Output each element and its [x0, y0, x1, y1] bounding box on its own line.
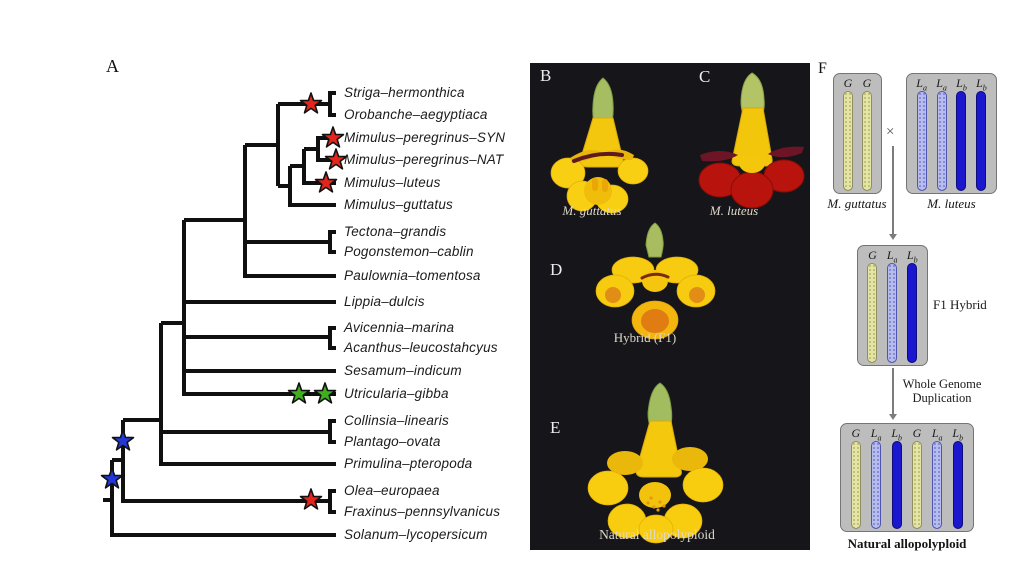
chromosome-bar-G	[862, 91, 872, 191]
chromosome-bar-Lb	[976, 91, 987, 191]
species-label: Collinsia–linearis	[344, 413, 449, 428]
luteus-genome-caption: M. luteus	[927, 196, 976, 211]
chromosome-bar-La	[936, 91, 947, 191]
species-label: Sesamum–indicum	[344, 363, 462, 378]
chromosome: Lb	[891, 426, 902, 529]
flower-illustrations	[550, 72, 805, 544]
luteus-genome-box: La La Lb Lb	[906, 73, 997, 194]
allopolyploid-genome-box: G La Lb G La Lb	[840, 423, 974, 532]
species-label: Plantago–ovata	[344, 434, 441, 449]
cross-symbol: ×	[886, 124, 895, 140]
chromosome-bar-Lb	[907, 263, 918, 363]
luteus-flower	[698, 72, 805, 209]
allopolyploid-flower	[587, 382, 724, 544]
chromosome-bar-Lb	[952, 441, 963, 529]
species-label: Fraxinus–pennsylvanicus	[344, 504, 501, 519]
species-label: Mimulus–luteus	[344, 175, 441, 190]
chromosome: G	[843, 76, 853, 191]
guttatus-genome-box: G G	[833, 73, 882, 194]
species-label: Pogonstemon–cablin	[344, 244, 474, 259]
down-arrow-icon	[889, 234, 897, 240]
allopolyploid-genome-caption: Natural allopolyploid	[847, 536, 967, 551]
allopolyploid-photo-caption: Natural allopolyploid	[599, 527, 715, 542]
green-star-icon	[313, 382, 337, 404]
species-label: Olea–europaea	[344, 483, 440, 498]
panel-e-letter: E	[550, 418, 561, 437]
chromosome-bar-G	[911, 441, 922, 529]
chromosome-bar-La	[932, 441, 943, 529]
chromosome: La	[871, 426, 882, 529]
chromosome-bar-La	[871, 441, 882, 529]
red-star-icon	[299, 92, 323, 114]
species-label: Utricularia–gibba	[344, 386, 449, 401]
species-label: Lippia–dulcis	[344, 294, 425, 309]
red-star-icon	[321, 126, 345, 148]
f1-genome-box: G La Lb	[857, 245, 928, 366]
chromosome: Lb	[956, 76, 967, 191]
species-label: Acanthus–leucostahcyus	[344, 340, 498, 355]
down-arrow-icon	[889, 414, 897, 420]
hybrid-caption: Hybrid (F1)	[613, 330, 677, 345]
chromosome: La	[936, 76, 947, 191]
species-label: Avicennia–marina	[344, 320, 455, 335]
panel-f-letter: F	[818, 60, 827, 77]
species-label: Tectona–grandis	[344, 224, 447, 239]
species-label: Mimulus–peregrinus–NAT	[344, 152, 504, 167]
chromosome-bar-G	[867, 263, 878, 363]
species-label: Striga–hermonthica	[344, 85, 465, 100]
chromosome: Lb	[976, 76, 987, 191]
panel-a-letter: A	[106, 56, 119, 76]
chromosome: G	[867, 248, 878, 363]
chromosome: La	[932, 426, 943, 529]
guttatus-flower	[550, 77, 649, 214]
chromosome: La	[916, 76, 927, 191]
species-label: Orobanche–aegyptiaca	[344, 107, 488, 122]
phylogenetic-tree	[100, 91, 348, 537]
red-star-icon	[299, 488, 323, 510]
chromosome: Lb	[952, 426, 963, 529]
red-star-icon	[314, 171, 338, 193]
green-star-icon	[287, 382, 311, 404]
panel-c-letter: C	[699, 67, 711, 86]
guttatus-genome-caption: M. guttatus	[827, 196, 887, 211]
wgd-label: Whole Genome Duplication	[902, 377, 982, 405]
species-label: Mimulus–peregrinus–SYN	[344, 130, 506, 145]
panel-b-letter: B	[540, 66, 552, 85]
chromosome: Lb	[907, 248, 918, 363]
species-label: Mimulus–guttatus	[344, 197, 453, 212]
luteus-caption: M. luteus	[709, 203, 759, 218]
chromosome-bar-G	[850, 441, 861, 529]
f1-hybrid-flower	[595, 222, 716, 340]
chromosome-bar-La	[916, 91, 927, 191]
chromosome: La	[887, 248, 898, 363]
chromosome-bar-G	[843, 91, 853, 191]
species-label: Paulownia–tomentosa	[344, 268, 481, 283]
f1-hybrid-label: F1 Hybrid	[933, 297, 987, 312]
flower-photo-panel	[530, 63, 810, 550]
guttatus-caption: M. guttatus	[562, 203, 622, 218]
wgd-arrow-line	[892, 368, 894, 414]
tree-branches	[103, 91, 336, 537]
chromosome: G	[850, 426, 861, 529]
species-label: Solanum–lycopersicum	[344, 527, 488, 542]
cross-arrow-line	[892, 146, 894, 234]
species-label: Primulina–pteropoda	[344, 456, 473, 471]
chromosome-bar-Lb	[956, 91, 967, 191]
chromosome-bar-Lb	[891, 441, 902, 529]
chromosome: G	[862, 76, 872, 191]
chromosome: G	[911, 426, 922, 529]
chromosome-bar-La	[887, 263, 898, 363]
panel-d-letter: D	[550, 260, 563, 279]
